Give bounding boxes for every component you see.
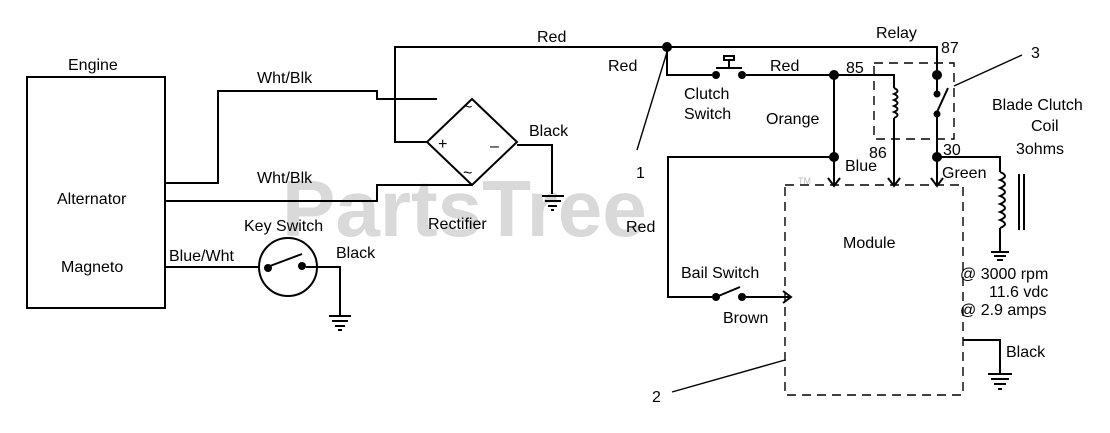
relay-contact-icon bbox=[933, 75, 949, 157]
relay-87-label: 87 bbox=[941, 40, 959, 57]
relay-box bbox=[873, 62, 955, 140]
blade-clutch-label-line2: Coil bbox=[1031, 118, 1059, 135]
black-key-wire bbox=[306, 266, 341, 315]
red-top-label: Red bbox=[537, 29, 566, 46]
spec-current: @ 2.9 amps bbox=[960, 302, 1047, 319]
black-key-label: Black bbox=[336, 245, 376, 262]
relay-85-label: 85 bbox=[846, 60, 864, 77]
key-switch-label: Key Switch bbox=[244, 218, 323, 235]
black-module-wire bbox=[963, 339, 1001, 373]
relay-label: Relay bbox=[876, 25, 917, 42]
red-bail-label: Red bbox=[626, 219, 655, 236]
relay-85-wire bbox=[834, 74, 895, 88]
orange-label: Orange bbox=[766, 111, 819, 128]
callout-1-leader bbox=[636, 51, 668, 151]
relay-coil-icon bbox=[891, 87, 899, 119]
rectifier-plus: + bbox=[438, 136, 447, 153]
blade-clutch-coil-icon bbox=[997, 171, 1006, 229]
magneto-label: Magneto bbox=[61, 259, 123, 276]
arrow-icon bbox=[827, 177, 841, 188]
red-junction-label: Red bbox=[608, 58, 637, 75]
callout-2: 2 bbox=[652, 389, 661, 406]
arrow-icon bbox=[930, 177, 944, 188]
rectifier-ac-bottom: ~ bbox=[463, 165, 472, 182]
clutch-switch-icon bbox=[712, 55, 746, 79]
wht-blk-bottom-label: Wht/Blk bbox=[257, 170, 313, 187]
callout-3: 3 bbox=[1031, 45, 1040, 62]
alternator-label: Alternator bbox=[57, 191, 127, 208]
clutch-switch-label-line2: Switch bbox=[684, 106, 731, 123]
red-wire-to-clutch bbox=[666, 47, 712, 76]
spec-rpm: @ 3000 rpm bbox=[960, 266, 1048, 283]
callout-1: 1 bbox=[636, 165, 645, 182]
clutch-switch-label-line1: Clutch bbox=[684, 86, 729, 103]
ground-icon bbox=[542, 195, 564, 211]
wht-blk-top-label: Wht/Blk bbox=[257, 70, 313, 87]
rectifier-diamond bbox=[425, 97, 519, 187]
arrow-icon bbox=[887, 177, 901, 188]
green-wire bbox=[937, 156, 1001, 172]
ground-icon bbox=[988, 373, 1012, 390]
bail-switch-icon bbox=[712, 286, 746, 301]
rectifier-minus: – bbox=[490, 138, 499, 155]
wht-blk-wire-bottom bbox=[165, 184, 472, 202]
rectifier-ac-top: ~ bbox=[463, 99, 472, 116]
relay-30-label: 30 bbox=[943, 142, 961, 159]
ground-icon bbox=[329, 315, 351, 331]
watermark-trademark: TM bbox=[798, 176, 811, 186]
ground-icon bbox=[991, 251, 1009, 261]
callout-3-leader bbox=[953, 54, 1023, 87]
black-coil-label: Black bbox=[1006, 344, 1046, 361]
green-label: Green bbox=[942, 165, 986, 182]
blue-label: Blue bbox=[845, 158, 877, 175]
black-rectifier-label: Black bbox=[529, 123, 569, 140]
blade-clutch-label-line1: Blade Clutch bbox=[992, 97, 1083, 114]
black-rectifier-wire bbox=[517, 144, 553, 194]
module-box bbox=[784, 184, 964, 396]
wht-blk-wire-top bbox=[165, 90, 437, 184]
red-wire-top-left bbox=[394, 46, 667, 143]
spec-voltage: 11.6 vdc bbox=[989, 284, 1048, 301]
red-wire-to-bail bbox=[667, 156, 834, 298]
callout-2-leader bbox=[671, 359, 786, 393]
bail-switch-label: Bail Switch bbox=[681, 265, 759, 282]
arrow-icon bbox=[782, 290, 793, 304]
brown-label: Brown bbox=[723, 310, 768, 327]
module-label: Module bbox=[843, 235, 896, 252]
engine-label: Engine bbox=[68, 57, 118, 74]
blade-clutch-label-line3: 3ohms bbox=[1016, 141, 1064, 158]
relay-86-label: 86 bbox=[869, 145, 887, 162]
red-wire-to-relay-87 bbox=[667, 46, 938, 75]
red-relay-label: Red bbox=[770, 58, 799, 75]
blue-wht-label: Blue/Wht bbox=[169, 248, 234, 265]
key-switch-icon bbox=[264, 253, 306, 272]
rectifier-label: Rectifier bbox=[428, 216, 487, 233]
engine-box bbox=[26, 76, 166, 309]
